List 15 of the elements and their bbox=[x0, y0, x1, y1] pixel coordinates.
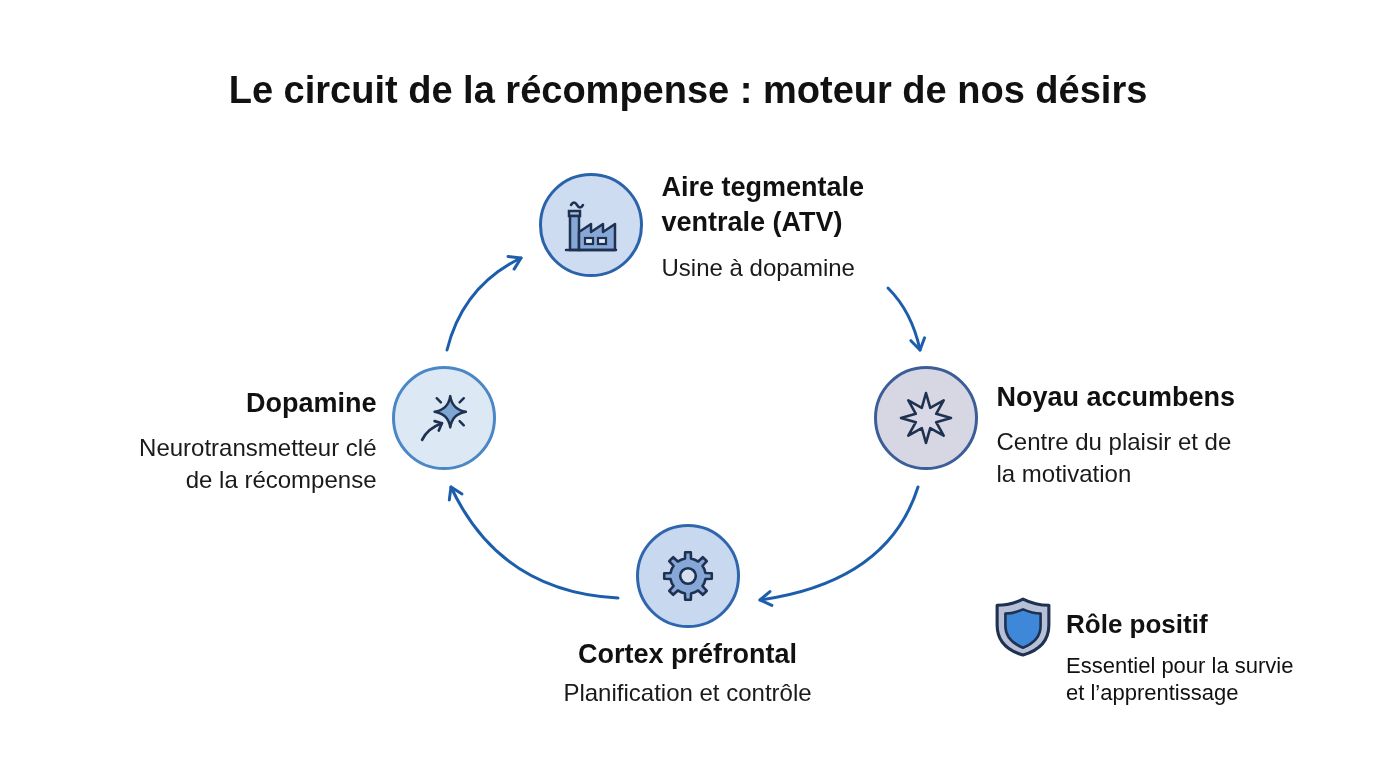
note-text: Essentiel pour la survie et l’apprentissage bbox=[1066, 652, 1295, 706]
arrow bbox=[445, 255, 523, 352]
node-heading: Dopamine bbox=[245, 386, 377, 420]
note-heading: Rôle positif bbox=[1066, 608, 1208, 641]
node-description: Planification et contrôle bbox=[563, 677, 812, 708]
node-heading: Aire tegmentale ventrale (ATV) bbox=[661, 170, 866, 239]
node-description: Usine à dopamine bbox=[661, 252, 855, 283]
arrow bbox=[758, 485, 920, 607]
arrow bbox=[886, 286, 926, 352]
arrow bbox=[448, 485, 620, 600]
node-description: Neurotransmetteur clé de la récompense bbox=[138, 432, 377, 495]
node-heading: Cortex préfrontal bbox=[577, 637, 797, 671]
title: Le circuit de la récompense : moteur de nos désirs bbox=[228, 68, 1148, 113]
node-description: Centre du plaisir et de la motivation bbox=[996, 426, 1233, 489]
node-heading: Noyau accumbens bbox=[996, 380, 1236, 414]
